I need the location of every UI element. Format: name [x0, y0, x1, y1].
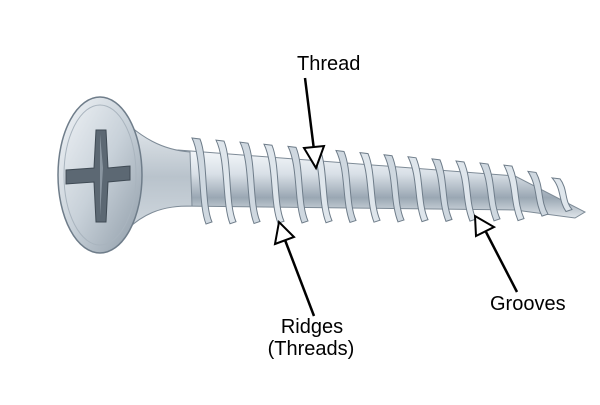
thread-ridge — [550, 177, 573, 213]
ridges-label: Ridges — [280, 316, 344, 338]
thread-label: Thread — [297, 53, 361, 75]
ridges-arrow — [273, 219, 316, 317]
thread-ridge — [383, 154, 405, 223]
thread-ridge — [455, 160, 477, 222]
thread-ridge — [335, 149, 357, 224]
thread-ridge — [407, 156, 429, 223]
screw-head-rim — [63, 104, 137, 246]
phillips-recess-icon — [65, 129, 131, 223]
grooves-arrow — [473, 214, 519, 293]
screw-shaft — [177, 149, 587, 219]
thread-ridge — [503, 164, 525, 222]
thread-ridge — [311, 147, 333, 224]
thread-ridge — [527, 170, 549, 217]
grooves-label: Grooves — [490, 293, 566, 315]
thread-ridge — [359, 151, 381, 223]
screw-threads — [191, 137, 573, 225]
thread-arrow — [302, 77, 326, 171]
thread-ridge — [215, 139, 237, 225]
ridges-sublabel: (Threads) — [267, 338, 355, 360]
thread-ridge — [239, 141, 261, 225]
thread-ridge — [191, 137, 213, 225]
thread-ridge — [479, 162, 501, 222]
thread-ridge — [287, 145, 309, 224]
thread-ridge — [263, 143, 285, 224]
thread-ridge — [431, 158, 453, 223]
